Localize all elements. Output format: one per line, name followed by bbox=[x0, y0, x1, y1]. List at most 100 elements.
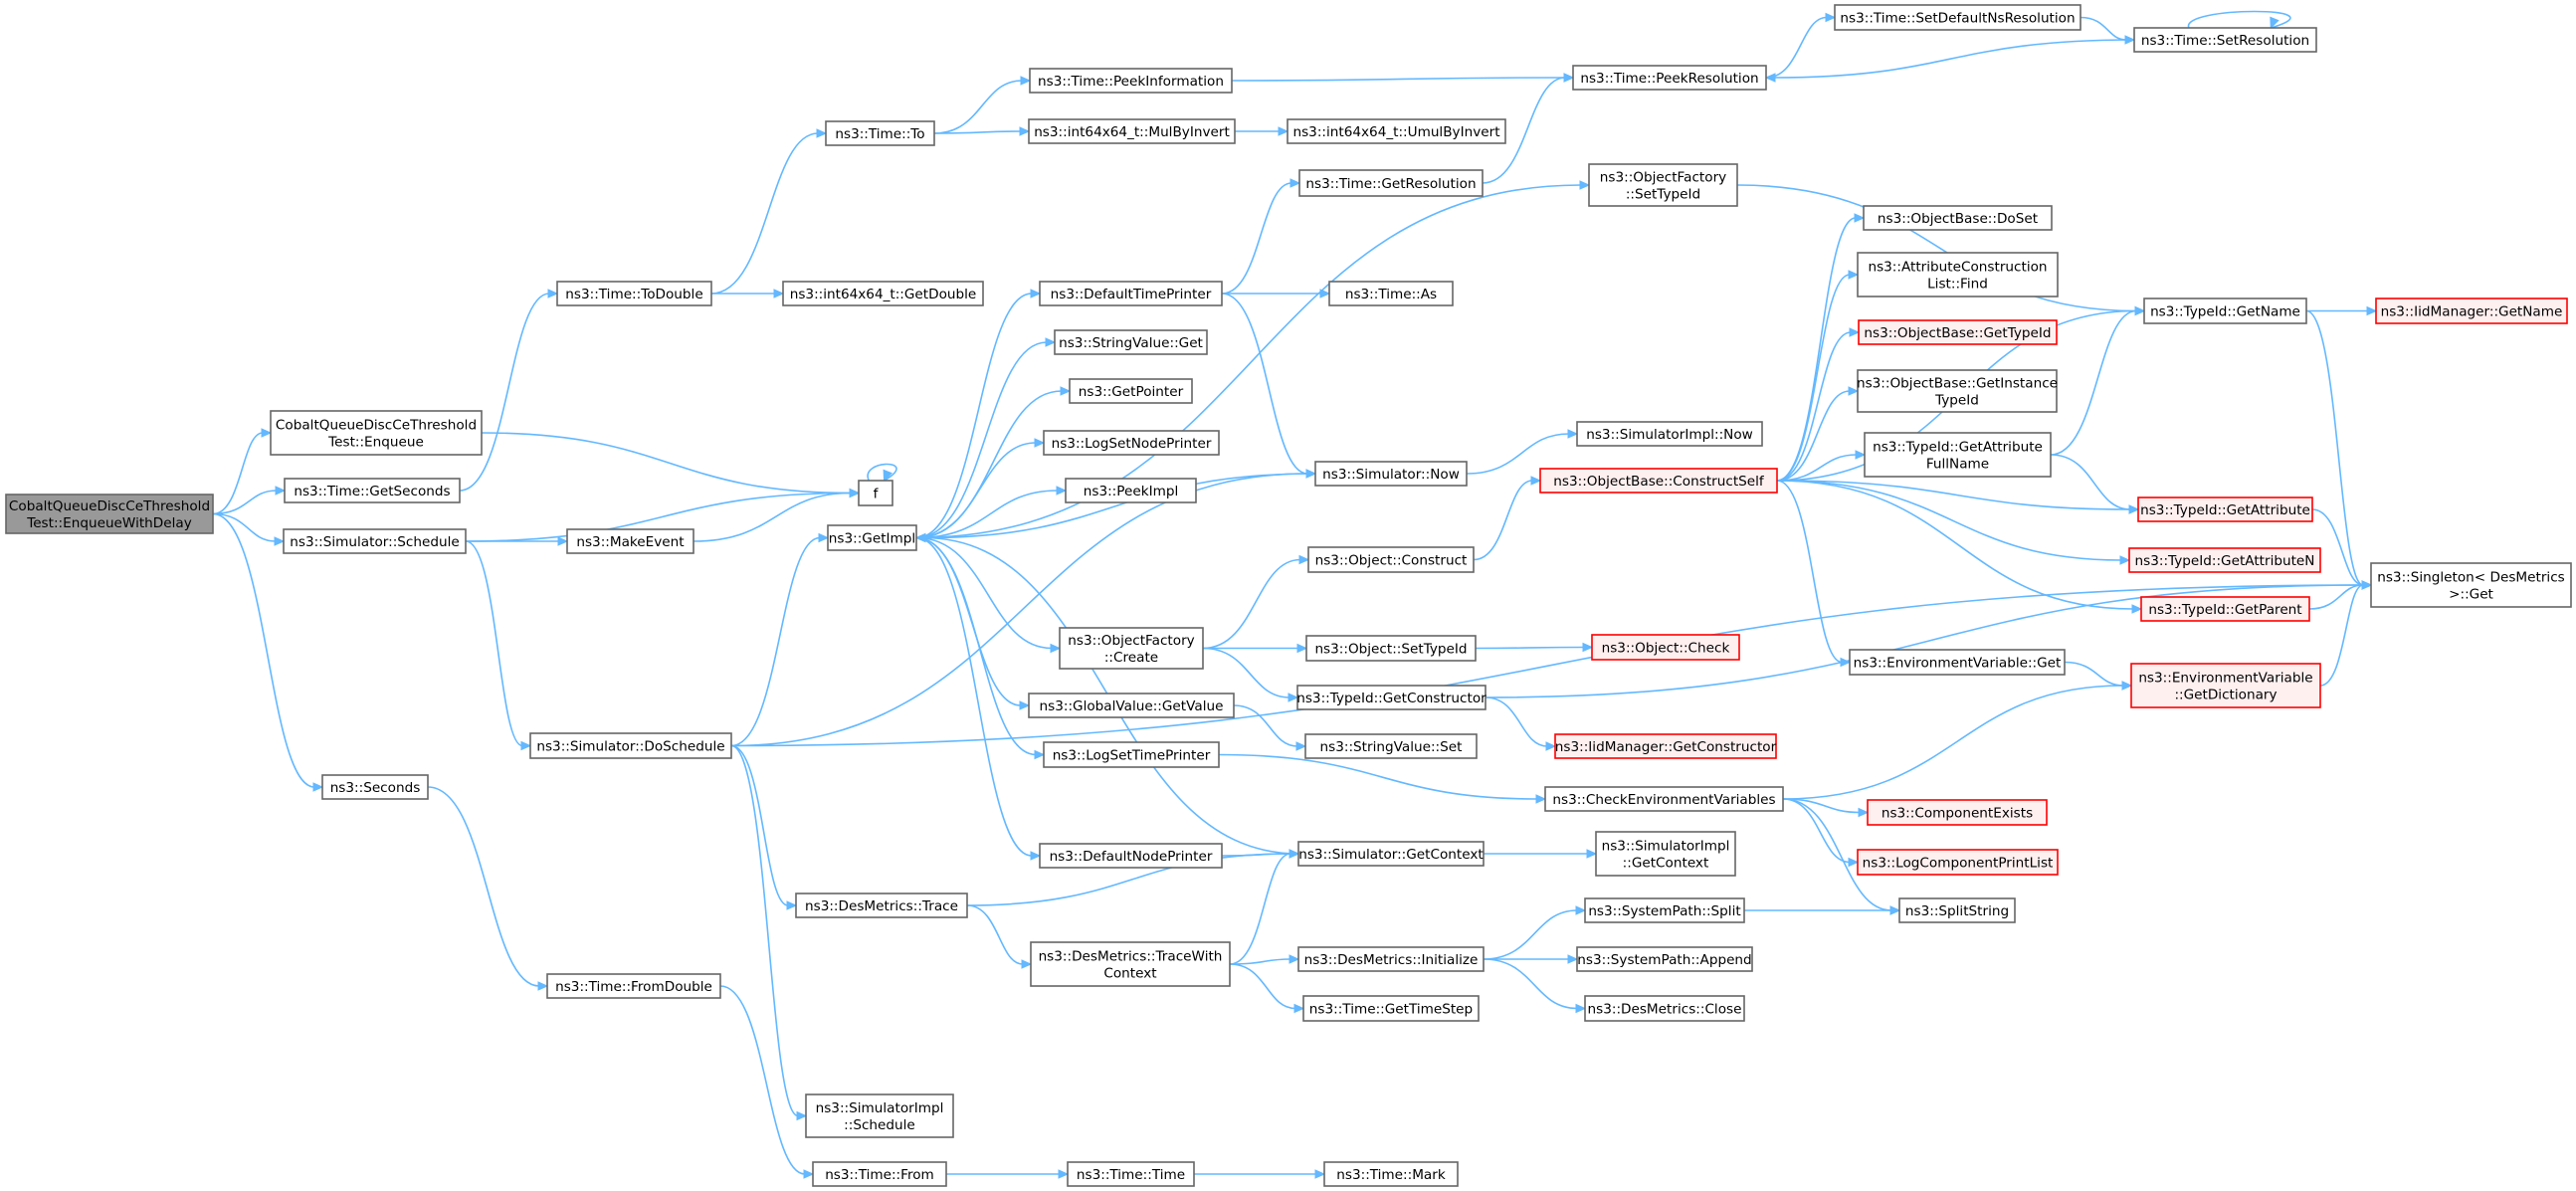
node-doschedule[interactable]: ns3::Simulator::DoSchedule bbox=[529, 732, 732, 759]
node-objconstruct[interactable]: ns3::Object::Construct bbox=[1307, 546, 1475, 573]
node-simimplnow[interactable]: ns3::SimulatorImpl::Now bbox=[1576, 421, 1763, 447]
node-getpointer[interactable]: ns3::GetPointer bbox=[1069, 378, 1193, 404]
node-label: ns3::Time::ToDouble bbox=[565, 287, 702, 302]
node-globalvalueget[interactable]: ns3::GlobalValue::GetValue bbox=[1028, 693, 1235, 718]
node-logsettimeprinter[interactable]: ns3::LogSetTimePrinter bbox=[1043, 741, 1220, 768]
node-destrace[interactable]: ns3::DesMetrics::Trace bbox=[795, 893, 968, 918]
node-iidgetconstructor[interactable]: ns3::IidManager::GetConstructor bbox=[1554, 733, 1777, 759]
node-getresolution[interactable]: ns3::Time::GetResolution bbox=[1298, 169, 1484, 197]
node-mulbyinvert[interactable]: ns3::int64x64_t::MulByInvert bbox=[1028, 118, 1236, 144]
node-simimplschedule[interactable]: ns3::SimulatorImpl::Schedule bbox=[805, 1093, 954, 1138]
node-label: ns3::Object::Construct bbox=[1315, 553, 1468, 569]
node-logcomponentprintlist[interactable]: ns3::LogComponentPrintList bbox=[1857, 849, 2059, 876]
node-typeidgetparent[interactable]: ns3::TypeId::GetParent bbox=[2140, 596, 2310, 622]
call-edge bbox=[915, 438, 1046, 539]
node-stringvalueset[interactable]: ns3::StringValue::Set bbox=[1304, 733, 1478, 759]
node-label: ::SetTypeId bbox=[1626, 187, 1700, 203]
node-box bbox=[1323, 1161, 1459, 1187]
node-singletonget[interactable]: ns3::Singleton< DesMetrics >::Get bbox=[2370, 562, 2572, 608]
node-splitstring[interactable]: ns3::SplitString bbox=[1898, 897, 2016, 923]
node-getconstructor[interactable]: ns3::TypeId::GetConstructor bbox=[1296, 685, 1486, 710]
node-objbasegettypeid[interactable]: ns3::ObjectBase::GetTypeId bbox=[1858, 319, 2058, 345]
node-fromdouble[interactable]: ns3::Time::FromDouble bbox=[546, 973, 721, 999]
node-timeto[interactable]: ns3::Time::To bbox=[825, 120, 935, 146]
node-timetime[interactable]: ns3::Time::Time bbox=[1067, 1161, 1195, 1187]
node-makeevent[interactable]: ns3::MakeEvent bbox=[566, 528, 694, 554]
node-timeas[interactable]: ns3::Time::As bbox=[1328, 281, 1454, 306]
call-edge bbox=[1782, 798, 1860, 868]
node-objsettypeid[interactable]: ns3::Object::SetTypeId bbox=[1305, 635, 1477, 662]
node-label: ns3::Time::PeekInformation bbox=[1038, 74, 1224, 90]
node-desclose[interactable]: ns3::DesMetrics::Close bbox=[1584, 995, 1745, 1022]
node-peekresolution[interactable]: ns3::Time::PeekResolution bbox=[1572, 65, 1767, 91]
node-label: ns3::DesMetrics::Trace bbox=[805, 898, 958, 914]
node-gettimestep[interactable]: ns3::Time::GetTimeStep bbox=[1302, 995, 1480, 1022]
arrowhead bbox=[557, 536, 569, 546]
node-constructself[interactable]: ns3::ObjectBase::ConstructSelf bbox=[1539, 468, 1778, 494]
node-setdefaultns[interactable]: ns3::Time::SetDefaultNsResolution bbox=[1834, 4, 2081, 31]
node-defaulttimeprinter[interactable]: ns3::DefaultTimePrinter bbox=[1039, 281, 1223, 306]
node-envvargetdictionary[interactable]: ns3::EnvironmentVariable::GetDictionary bbox=[2130, 663, 2321, 708]
node-objfactorysettypeid[interactable]: ns3::ObjectFactory::SetTypeId bbox=[1588, 163, 1738, 207]
node-typeidgetattribute[interactable]: ns3::TypeId::GetAttribute bbox=[2137, 496, 2313, 522]
node-objcheck[interactable]: ns3::Object::Check bbox=[1591, 634, 1740, 661]
node-peekimpl[interactable]: ns3::PeekImpl bbox=[1065, 478, 1197, 503]
arrowhead bbox=[803, 1169, 815, 1179]
arrowhead bbox=[261, 428, 273, 438]
node-box bbox=[2137, 496, 2313, 522]
node-iidgetname[interactable]: ns3::IidManager::GetName bbox=[2375, 298, 2568, 324]
node-envvarget[interactable]: ns3::EnvironmentVariable::Get bbox=[1849, 649, 2066, 676]
node-box bbox=[1544, 786, 1784, 812]
node-timefrom[interactable]: ns3::Time::From bbox=[812, 1161, 947, 1187]
call-edge bbox=[730, 744, 808, 1121]
node-desinit[interactable]: ns3::DesMetrics::Initialize bbox=[1297, 946, 1485, 972]
node-getimpl[interactable]: ns3::GetImpl bbox=[827, 524, 917, 551]
node-simnow[interactable]: ns3::Simulator::Now bbox=[1314, 461, 1468, 487]
node-root[interactable]: CobaltQueueDiscCeThresholdTest::EnqueueW… bbox=[5, 494, 214, 534]
node-box bbox=[2375, 298, 2568, 324]
node-label: List::Find bbox=[1927, 277, 1988, 293]
arrowhead bbox=[1058, 1169, 1070, 1179]
node-objfactorycreate[interactable]: ns3::ObjectFactory::Create bbox=[1059, 627, 1204, 670]
node-stringvalueget[interactable]: ns3::StringValue::Get bbox=[1054, 329, 1208, 355]
node-box bbox=[1572, 65, 1767, 91]
node-peekinfo[interactable]: ns3::Time::PeekInformation bbox=[1029, 68, 1233, 94]
node-f[interactable]: f bbox=[858, 480, 893, 506]
node-setresolution[interactable]: ns3::Time::SetResolution bbox=[2133, 27, 2317, 53]
arrowhead bbox=[520, 740, 532, 751]
call-edge bbox=[1202, 554, 1310, 650]
node-simimplgetcontext[interactable]: ns3::SimulatorImpl::GetContext bbox=[1595, 831, 1736, 877]
node-umulbyinvert[interactable]: ns3::int64x64_t::UmulByInvert bbox=[1287, 118, 1506, 144]
node-componentexists[interactable]: ns3::ComponentExists bbox=[1867, 799, 2048, 826]
node-box bbox=[5, 494, 214, 534]
arrowhead bbox=[2270, 16, 2279, 30]
arrowhead bbox=[275, 486, 287, 496]
node-seconds[interactable]: ns3::Seconds bbox=[321, 774, 429, 800]
node-label: ns3::SystemPath::Append bbox=[1577, 952, 1751, 968]
node-getdouble[interactable]: ns3::int64x64_t::GetDouble bbox=[782, 281, 984, 306]
node-todouble[interactable]: ns3::Time::ToDouble bbox=[556, 281, 712, 306]
arrowhead bbox=[1030, 851, 1042, 861]
node-timemark[interactable]: ns3::Time::Mark bbox=[1323, 1161, 1459, 1187]
node-logsetnodeprinter[interactable]: ns3::LogSetNodePrinter bbox=[1043, 430, 1220, 456]
node-box bbox=[1298, 169, 1484, 197]
node-defaultnodeprinter[interactable]: ns3::DefaultNodePrinter bbox=[1039, 843, 1223, 869]
node-objbasedoset[interactable]: ns3::ObjectBase::DoSet bbox=[1863, 205, 2053, 231]
node-getseconds[interactable]: ns3::Time::GetSeconds bbox=[284, 478, 461, 503]
node-schedule[interactable]: ns3::Simulator::Schedule bbox=[283, 528, 467, 554]
node-typeidgetname[interactable]: ns3::TypeId::GetName bbox=[2143, 298, 2307, 324]
call-edge bbox=[1744, 905, 1901, 915]
node-syspathappend[interactable]: ns3::SystemPath::Append bbox=[1576, 946, 1753, 972]
node-label: ns3::DesMetrics::Close bbox=[1588, 1002, 1742, 1018]
node-simgetcontext[interactable]: ns3::Simulator::GetContext bbox=[1297, 841, 1485, 867]
node-typeidgetattributen[interactable]: ns3::TypeId::GetAttributeN bbox=[2128, 547, 2321, 573]
arrowhead bbox=[796, 1110, 808, 1121]
call-edge bbox=[915, 536, 1046, 760]
node-syspathsplit[interactable]: ns3::SystemPath::Split bbox=[1584, 897, 1745, 923]
node-checkenvvars[interactable]: ns3::CheckEnvironmentVariables bbox=[1544, 786, 1784, 812]
